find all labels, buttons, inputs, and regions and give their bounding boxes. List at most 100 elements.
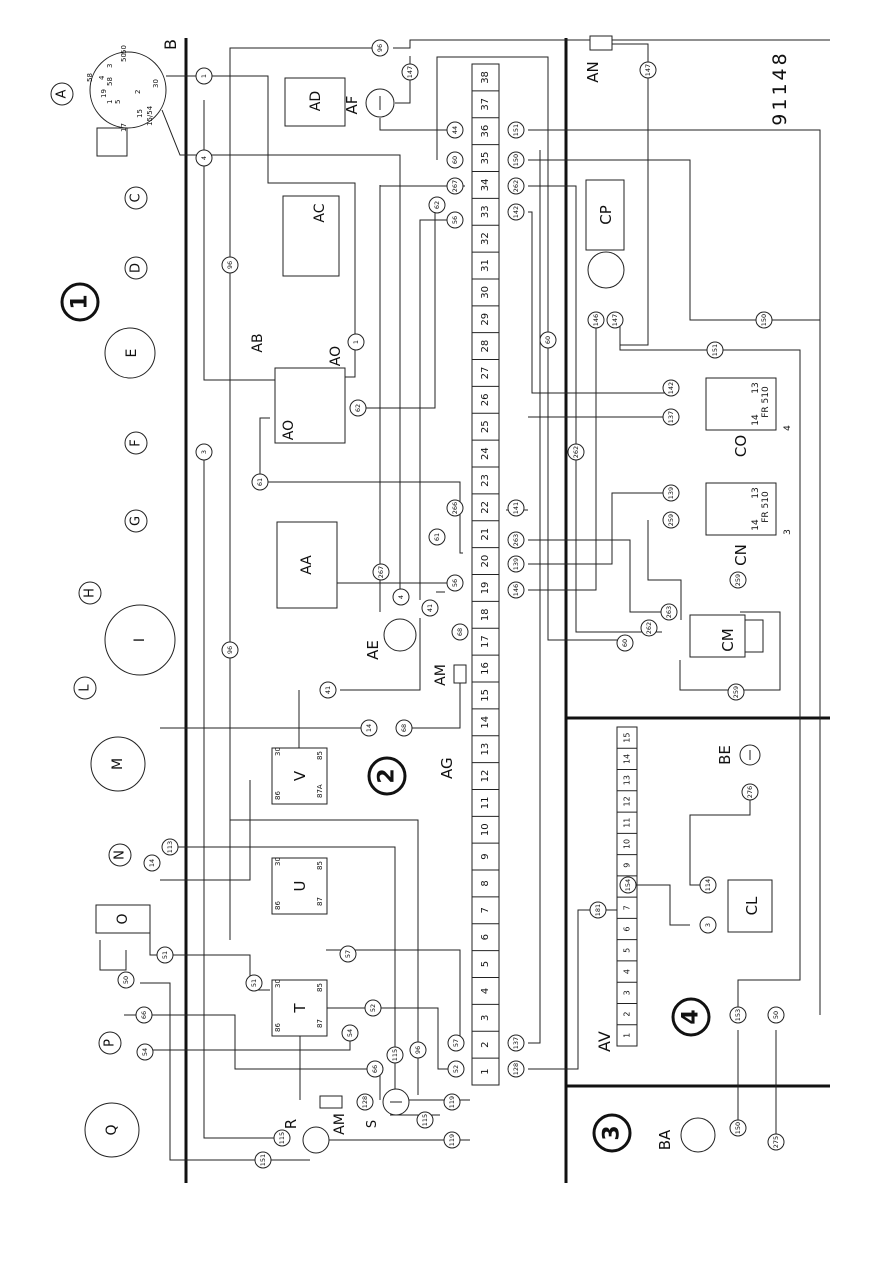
terminal-number: 10 [480,823,491,836]
terminal-number: 5 [480,961,491,967]
wire-number: 147 [639,61,657,79]
wire-number: 62 [349,399,367,417]
connector-number: 6 [623,926,632,931]
wire-number-text: 262 [572,446,580,458]
lamp-l-label: L [78,684,93,692]
wire-number-text: 54 [141,1048,149,1056]
wire-number-text: 259 [667,514,675,526]
terminal-number: 17 [480,635,491,648]
lamp-p-label: P [103,1039,118,1047]
wire-number-text: 96 [414,1046,422,1054]
connector-number: 4 [623,969,632,974]
wire-number-text: 4 [200,156,208,160]
svg-text:Q: Q [104,1124,120,1135]
lamp-a-label: A [55,89,70,98]
wire-number: 3 [195,443,213,461]
svg-text:2: 2 [134,90,142,94]
wire-number: 115 [386,1046,404,1064]
wire-number: 137 [507,1034,525,1052]
wire-number-text: 151 [512,124,520,136]
lamp-q: Q [84,1102,140,1158]
svg-text:1: 1 [106,100,114,104]
svg-text:AM: AM [332,1113,348,1135]
svg-text:30: 30 [274,747,282,756]
wire-number: 54 [136,1043,154,1061]
lamp-h-label: H [83,588,98,598]
wire-number: 14 [143,854,161,872]
diode-am-top: AM [433,664,467,686]
terminal-number: 13 [480,743,491,756]
wire-number: 263 [660,603,678,621]
wire-number-text: 52 [369,1004,377,1012]
wire-number-text: 263 [665,606,673,618]
terminal-number: 33 [480,205,491,218]
wire-number-text: 61 [256,478,264,486]
wire-number: 267 [446,177,464,195]
wire-number: 146 [507,581,525,599]
lamp-ba: BA [656,1117,716,1153]
wire-number: 50 [117,971,135,989]
sensor-cm: CM [679,611,781,691]
sheet-number: 91148 [769,50,791,125]
terminal-number: 21 [480,528,491,541]
wire-number-text: 51 [250,979,258,987]
lamp-g-label: G [129,516,144,526]
svg-text:85: 85 [316,751,324,760]
wire-number: 41 [319,681,337,699]
wire-number-text: 1 [352,340,360,344]
terminal-number: 37 [480,98,491,111]
terminal-number: 29 [480,313,491,326]
connector-number: 2 [623,1012,632,1017]
lamp-c-label: C [129,193,144,202]
wire-number: 259 [662,511,680,529]
wire-number: 154 [619,876,637,894]
wire-number: 4 [392,588,410,606]
section-marker-1: 1 [60,282,100,322]
wire-number-text: 96 [226,646,234,654]
svg-text:1: 1 [68,294,93,309]
terminal-number: 4 [480,988,491,994]
wire-number-text: 60 [621,639,629,647]
wire-number-text: 14 [148,859,156,867]
svg-text:AF: AF [343,96,361,115]
connector-number: 13 [623,775,632,785]
wire-number: 61 [428,528,446,546]
wire-number-text: 150 [512,154,520,166]
wire-number-text: 66 [371,1065,379,1073]
wire-number-text: 41 [324,686,332,694]
section-marker-4: 4 [671,997,711,1037]
wire-number-text: 147 [406,66,414,78]
wire-number: 276 [741,783,759,801]
wire-number-text: 151 [259,1154,267,1166]
wire-number-text: 151 [711,344,719,356]
svg-text:4: 4 [98,75,106,80]
connector-number: 5 [623,948,632,953]
wire-number: 153 [729,1006,747,1024]
wire-number: 66 [135,1006,153,1024]
wire-number: 275 [767,1133,785,1151]
lamp-f-label: F [129,439,144,446]
wire-number: 151 [507,121,525,139]
terminal-number: 23 [480,474,491,487]
wire-number: 96 [221,641,239,659]
wires [99,39,830,1161]
lamp-f: F [124,431,148,455]
wire-number-text: 181 [594,904,602,916]
wire-number-text: 150 [734,1122,742,1134]
component-cl: CL [727,879,773,933]
wire-number-text: 142 [512,206,520,218]
wire-number-text: 128 [512,1063,520,1075]
svg-text:S: S [365,1120,380,1128]
svg-text:AA: AA [299,555,315,575]
wire-number: 139 [662,484,680,502]
terminal-number: 20 [480,555,491,568]
wire-number-text: 154 [624,879,632,891]
connector-number: 1 [623,1033,632,1038]
svg-text:U: U [291,881,309,892]
switch-cn: FR 510 13 14 3 CN [705,482,793,566]
terminal-number: 11 [480,797,491,810]
relay-aa: AA [276,521,338,609]
diode-am-bottom: AM [319,1095,348,1135]
terminal-number: 24 [480,447,491,460]
wire-number-text: 259 [732,686,740,698]
